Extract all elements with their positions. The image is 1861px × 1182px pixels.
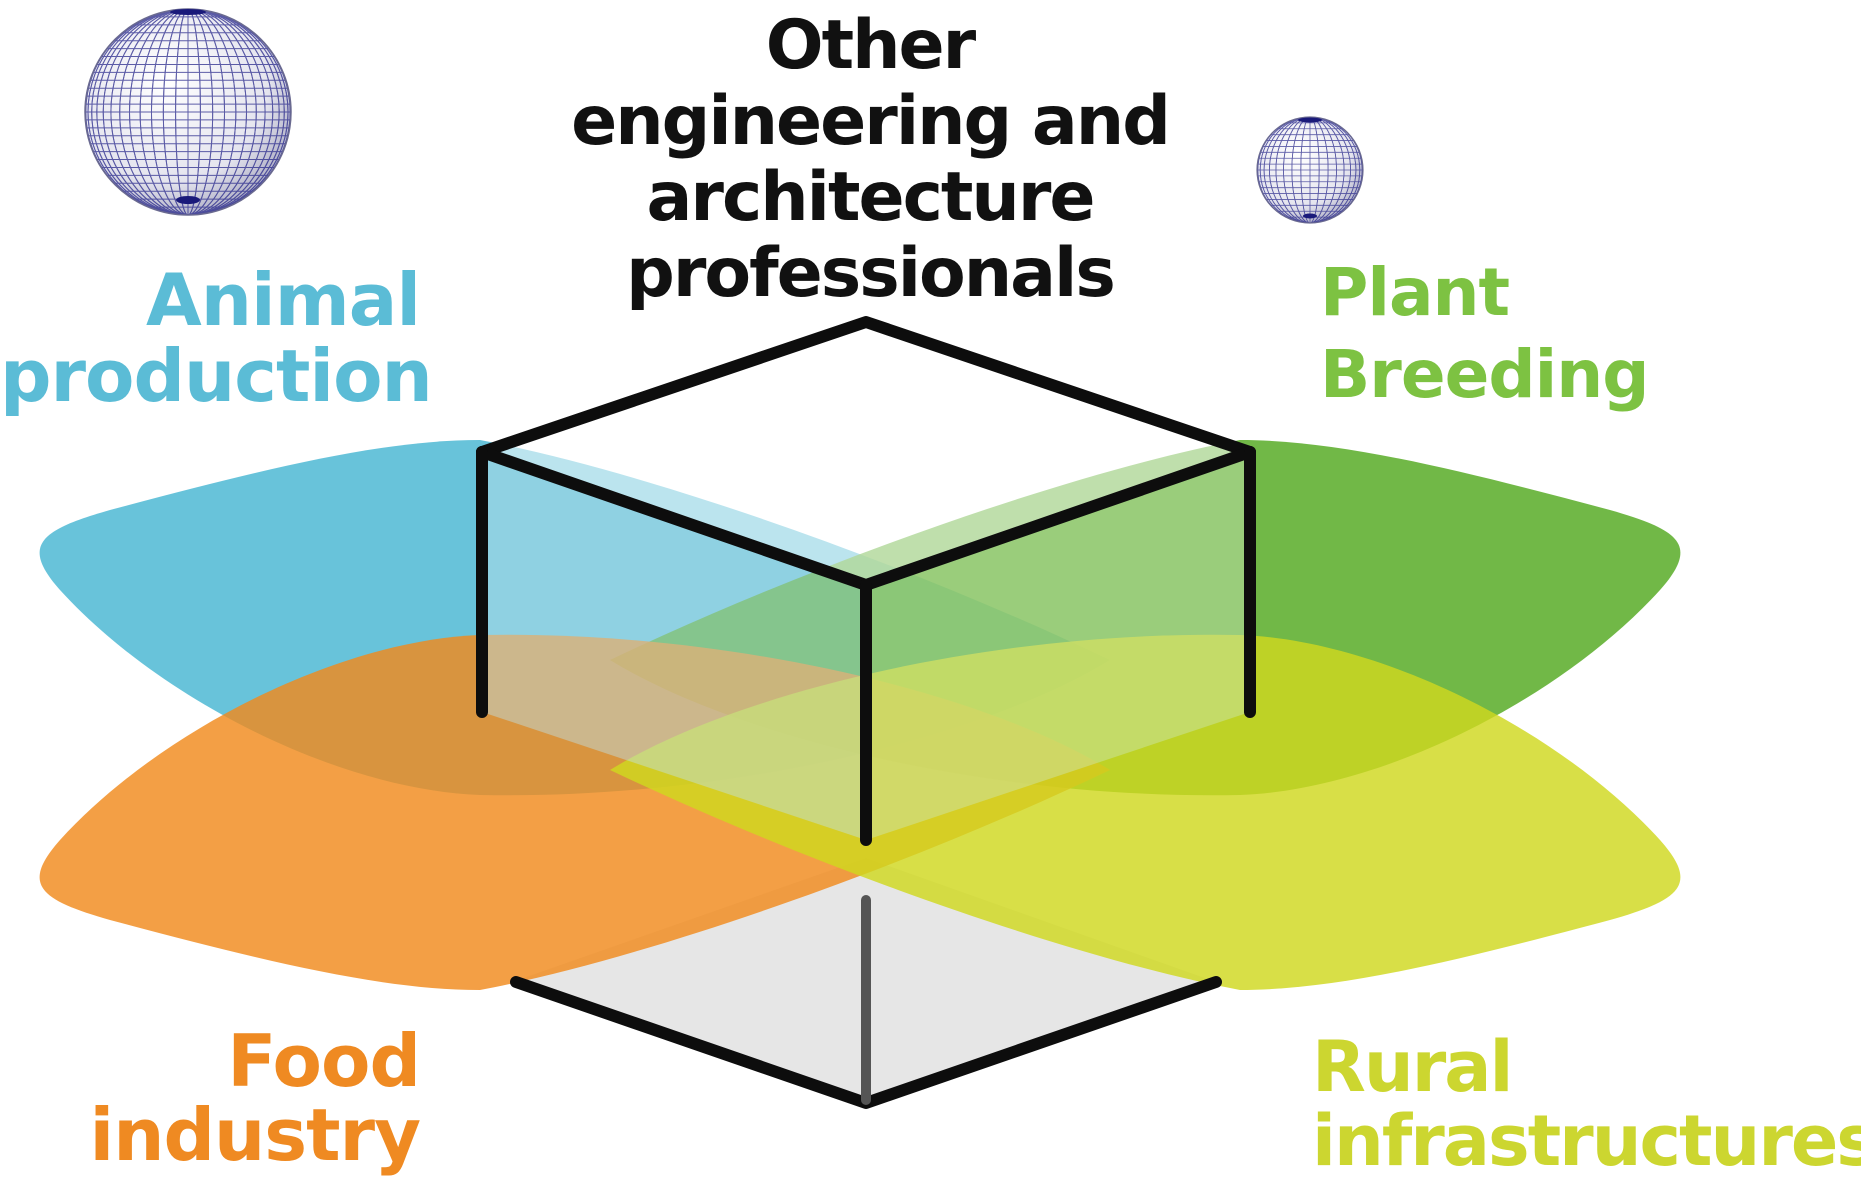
- large-globe-icon: [84, 8, 292, 216]
- other-professionals-label: Other engineering and architecture profe…: [540, 8, 1200, 312]
- rural-infrastructures-label: Rural infrastructures: [1312, 1030, 1861, 1178]
- animal-label-line-2: production: [0, 334, 433, 418]
- other-label-line-3: architecture: [646, 158, 1096, 237]
- food-industry-label: Food industry: [0, 1019, 421, 1177]
- food-label-line-2: industry: [89, 1093, 421, 1177]
- plant-label-line-2: Breeding: [1320, 336, 1649, 413]
- plant-breeding-label: Plant Breeding: [1320, 252, 1840, 416]
- rural-infrastructures-petal: [610, 634, 1681, 990]
- rural-label-line-1: Rural: [1312, 1026, 1514, 1108]
- rural-label-line-2: infrastructures: [1312, 1100, 1861, 1182]
- plant-label-line-1: Plant: [1320, 254, 1510, 331]
- food-label-line-1: Food: [227, 1019, 421, 1103]
- other-label-line-2: engineering and: [571, 82, 1171, 161]
- petal-group: [39, 440, 1681, 990]
- other-label-line-4: professionals: [626, 234, 1116, 313]
- animal-label-line-1: Animal: [146, 258, 421, 342]
- small-globe-icon: [1256, 116, 1364, 224]
- other-label-line-1: Other: [765, 6, 976, 85]
- animal-production-label: Animal production: [0, 258, 433, 418]
